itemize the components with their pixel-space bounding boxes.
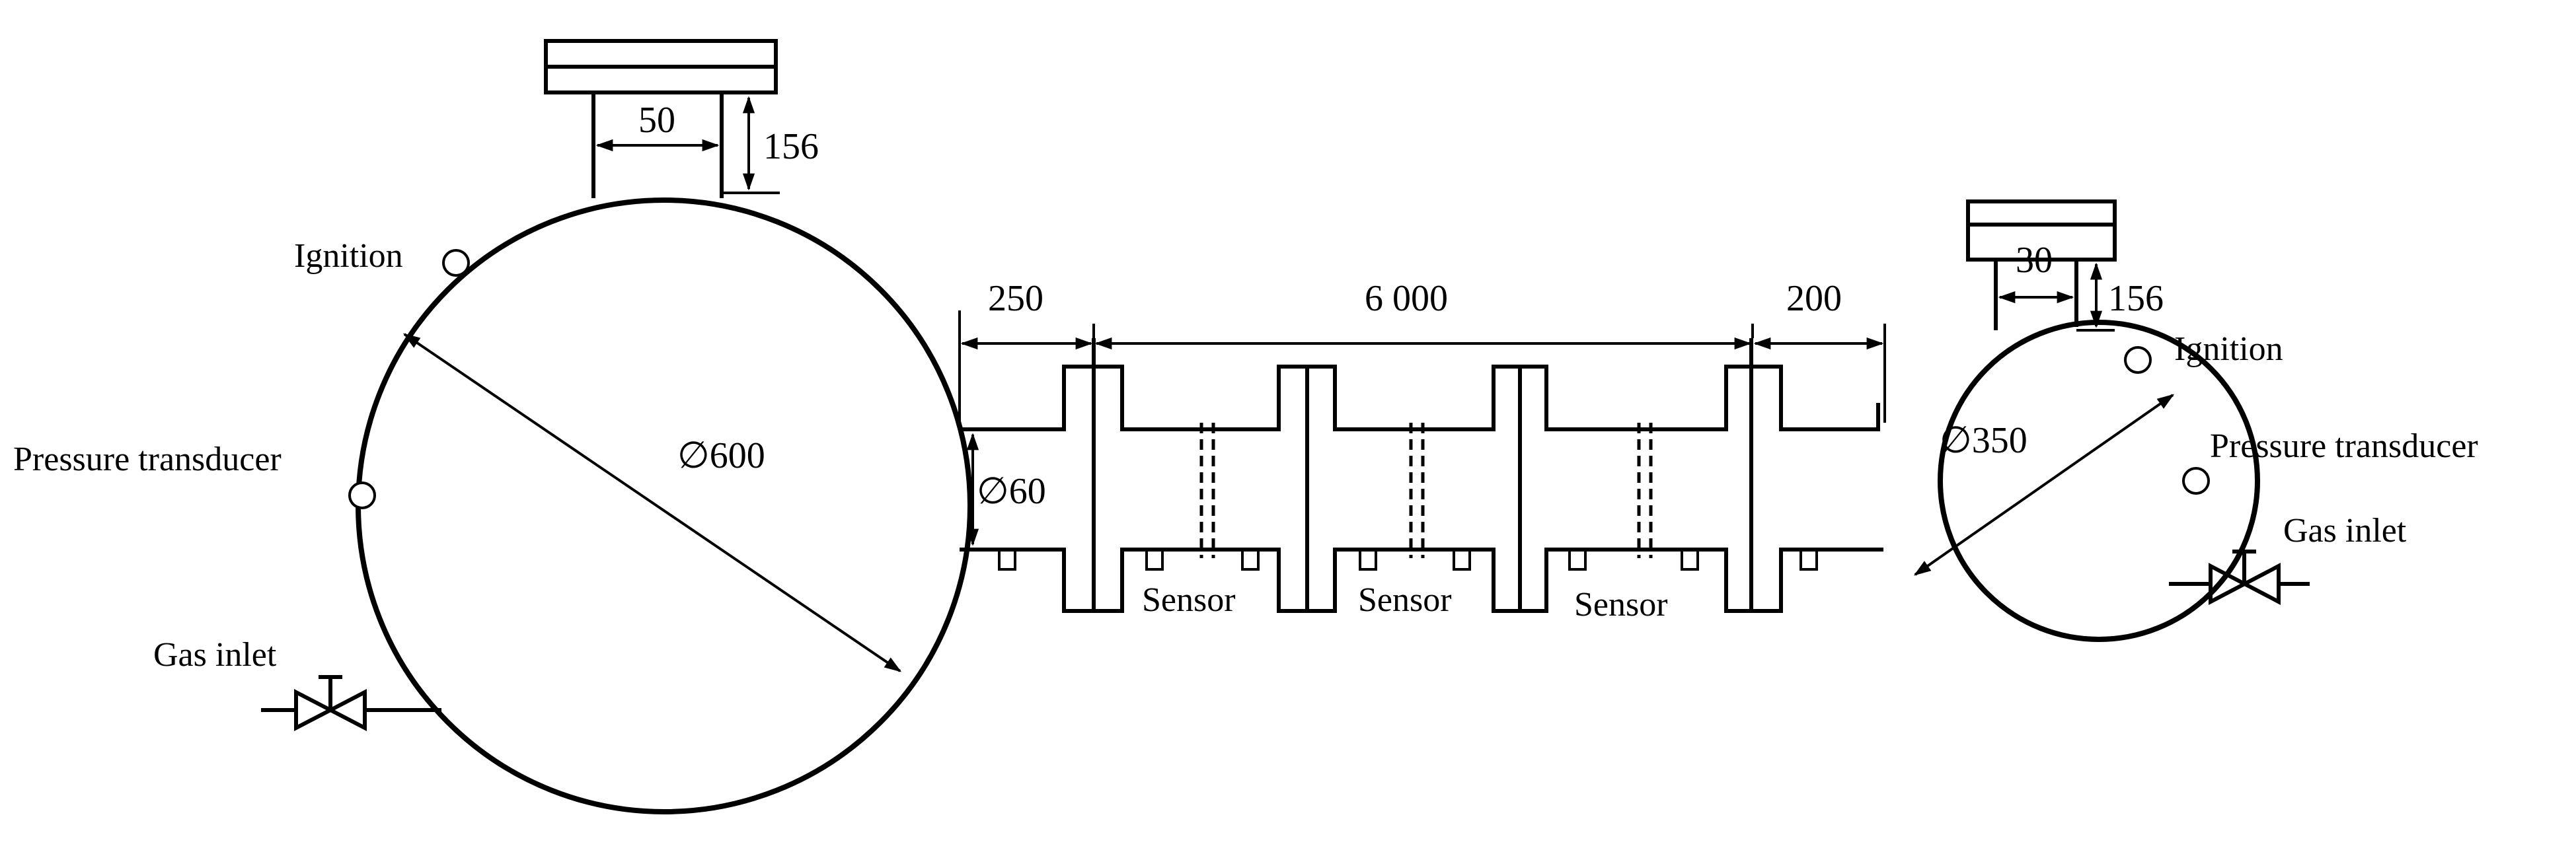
large-neck-height-label: 156 <box>763 126 819 167</box>
duct-length-label: 6 000 <box>1365 278 1448 319</box>
sensor-tap-icon <box>1145 548 1164 571</box>
duct-top-wall <box>960 365 1880 431</box>
small-ignition-label: Ignition <box>2174 330 2283 368</box>
sensor-tap-icon <box>1241 548 1260 571</box>
sensor-tap-icon <box>1453 548 1471 571</box>
duct-diameter-label: ∅60 <box>977 471 1046 512</box>
sensor-tap-icon <box>1568 548 1587 571</box>
duct: Sensor Sensor Sensor 250 6 000 200 ∅60 <box>958 278 1886 624</box>
small-pressure-transducer-icon <box>2182 467 2210 495</box>
small-vessel-cap <box>1966 199 2117 262</box>
sensor-label: Sensor <box>1142 581 1236 619</box>
large-pressure-transducer-icon <box>348 482 376 509</box>
large-vessel-neck <box>544 39 780 198</box>
small-neck-height-label: 156 <box>2108 278 2164 319</box>
duct-bottom-wall <box>960 548 1883 613</box>
sensor-tap-icon <box>1359 548 1377 571</box>
large-pressure-transducer-label: Pressure transducer <box>13 441 282 478</box>
large-ignition-port-icon <box>442 249 470 277</box>
small-vessel: 30 156 ∅350 Ignition Pressure transducer… <box>1913 199 2478 642</box>
small-vessel-diameter-label: ∅350 <box>1940 420 2027 461</box>
sensor-tap-icon <box>1799 548 1818 571</box>
sensor-label: Sensor <box>1574 586 1668 624</box>
large-gas-inlet-label: Gas inlet <box>153 636 277 674</box>
small-pressure-transducer-label: Pressure transducer <box>2210 427 2478 465</box>
sensor-tap-icon <box>998 548 1016 571</box>
small-neck-width-label: 30 <box>2016 240 2053 281</box>
small-vessel-neck <box>1966 199 2117 332</box>
membrane-2 <box>1409 423 1425 558</box>
large-vessel-diameter-label: ∅600 <box>677 435 765 476</box>
large-vessel-diameter-dimension <box>402 333 902 672</box>
sensor-label: Sensor <box>1358 581 1452 619</box>
small-ignition-port-icon <box>2124 346 2152 374</box>
small-vessel-diameter-dimension <box>1913 394 2175 576</box>
sensor-tap-icon <box>1681 548 1699 571</box>
right-gap-label: 200 <box>1786 278 1842 319</box>
small-gas-inlet-valve-icon <box>2169 550 2310 605</box>
membrane-3 <box>1637 423 1653 558</box>
large-vessel-shell <box>356 197 973 814</box>
large-vessel: 50 156 ∅600 Ignition Pressure transducer… <box>13 39 973 814</box>
large-neck-width-label: 50 <box>638 100 675 141</box>
small-gas-inlet-label: Gas inlet <box>2283 512 2407 550</box>
large-ignition-label: Ignition <box>294 237 403 275</box>
left-gap-label: 250 <box>988 278 1043 319</box>
large-gas-inlet-valve-icon <box>261 675 441 731</box>
membrane-1 <box>1199 423 1215 558</box>
